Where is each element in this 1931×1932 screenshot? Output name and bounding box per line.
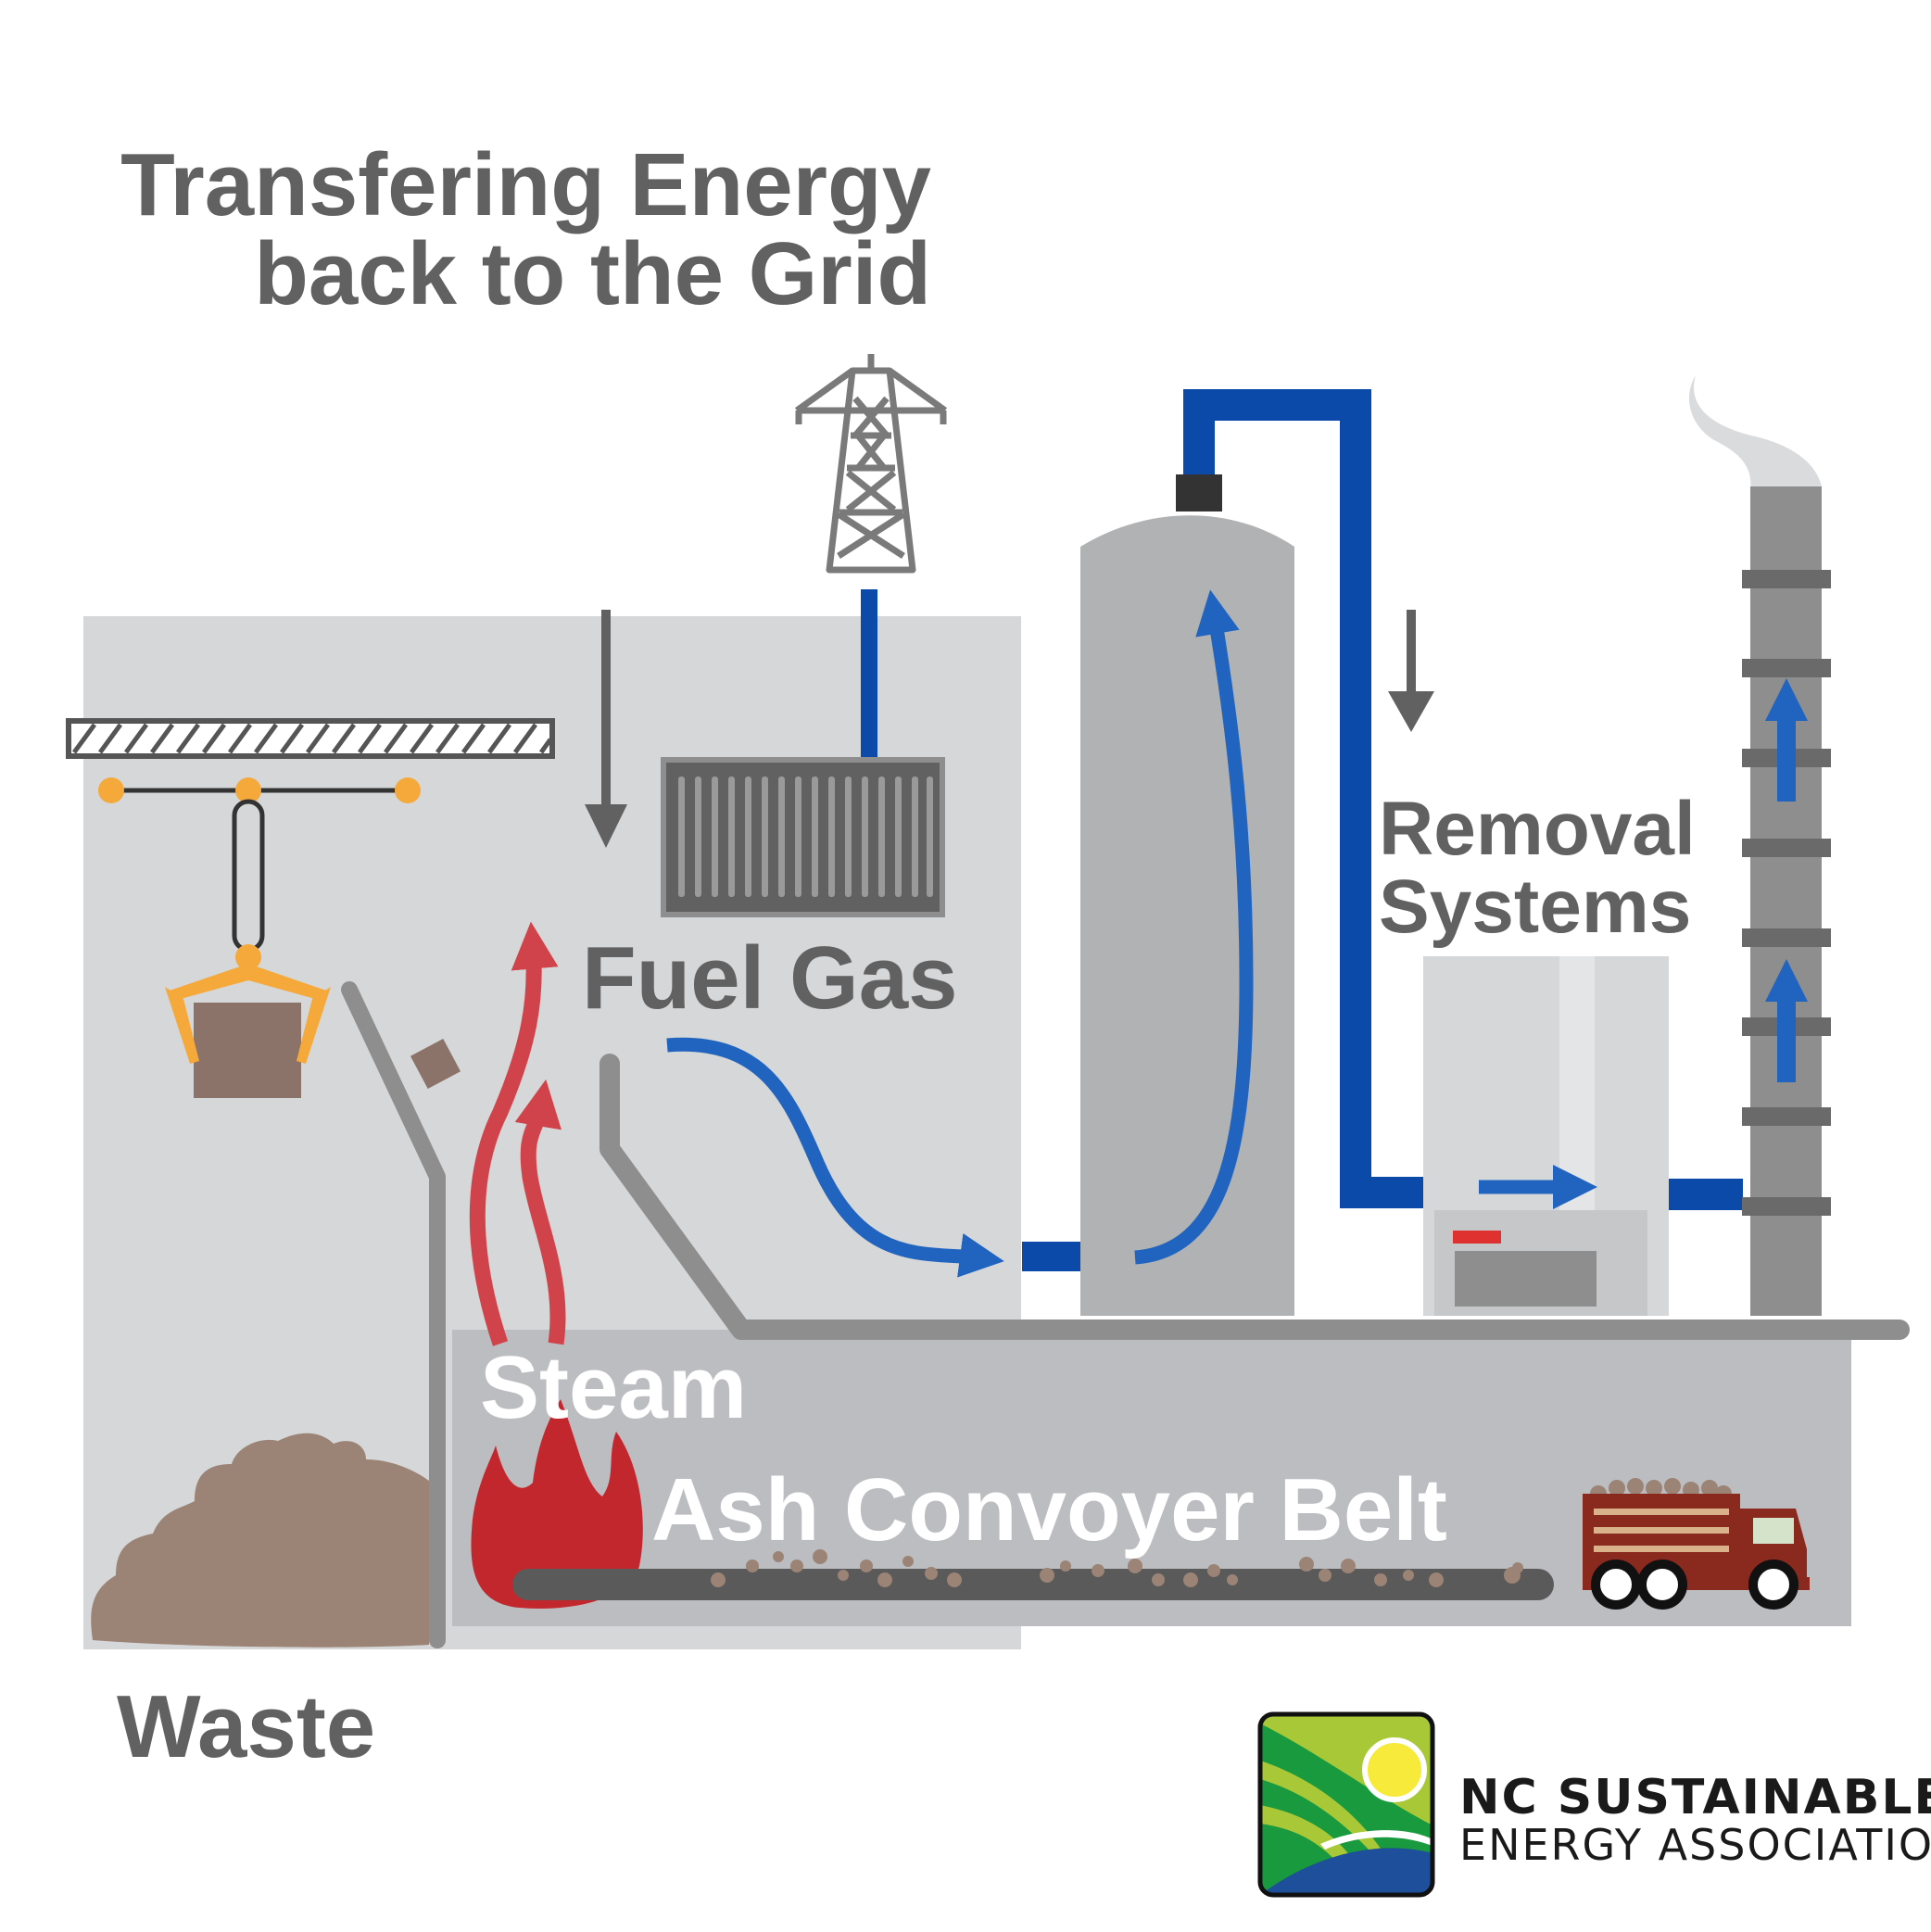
- logo-line1: NC SUSTAINABLE: [1459, 1770, 1931, 1825]
- diagram-title-line1: Transfering Energy: [120, 135, 931, 234]
- removal-down-arrow-icon: [1388, 610, 1434, 732]
- label-removal-line1: Removal: [1379, 787, 1696, 871]
- power-line: [861, 589, 877, 758]
- flame-icon: [471, 1399, 643, 1609]
- flow-arrow-icon: [666, 1037, 1004, 1278]
- logo-icon: [1257, 1711, 1435, 1898]
- stack-inlet-pipe: [1669, 1179, 1743, 1210]
- logo-line2: ENERGY ASSOCIATION: [1459, 1820, 1931, 1870]
- removal-systems-unit: [1423, 956, 1669, 1316]
- diagram-title-line2: back to the Grid: [254, 224, 931, 323]
- heat-arrow-icon: [469, 921, 559, 1346]
- label-waste: Waste: [117, 1677, 375, 1776]
- crane-icon: [66, 718, 555, 953]
- transmission-tower-icon: [794, 354, 948, 574]
- feed-chute: [341, 981, 446, 1648]
- ash-particles: [711, 1549, 1523, 1587]
- furnace-wall: [599, 1054, 1910, 1340]
- boiler-tank-icon: [1080, 474, 1294, 1316]
- boiler-inlet-pipe: [1022, 1242, 1080, 1271]
- flow-arrow-icon: [1134, 589, 1254, 1265]
- grabber-icon: [165, 944, 331, 1098]
- label-ash-conveyor: Ash Convoyer Belt: [651, 1460, 1447, 1559]
- smokestack-icon: [1688, 375, 1831, 1316]
- waste-pile: [91, 1433, 429, 1648]
- label-fuel-gas: Fuel Gas: [582, 928, 957, 1028]
- label-steam: Steam: [480, 1338, 747, 1437]
- fuel-in-arrow-icon: [585, 610, 627, 848]
- turbine-generator-icon: [661, 757, 945, 917]
- exhaust-pipe: [1183, 389, 1432, 1208]
- heat-arrow-icon: [514, 1079, 566, 1345]
- falling-waste-block: [410, 1038, 461, 1090]
- label-removal-line2: Systems: [1379, 865, 1691, 949]
- truck-icon: [1583, 1478, 1810, 1610]
